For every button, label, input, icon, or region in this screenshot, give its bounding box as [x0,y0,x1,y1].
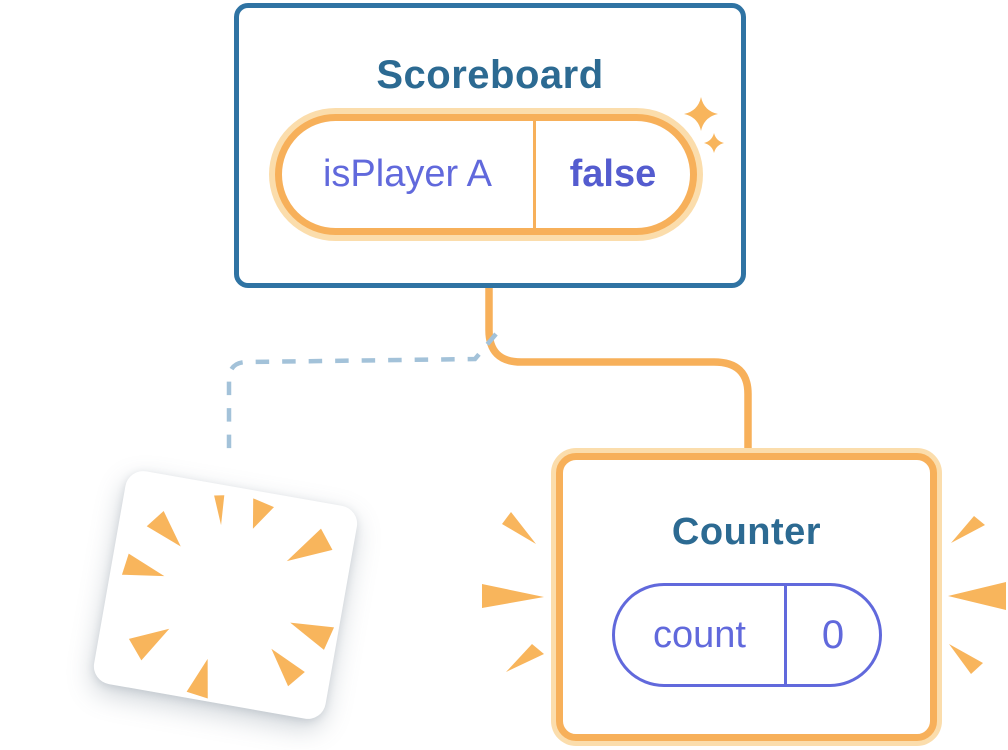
state-key: isPlayer A [322,153,492,195]
orange-connector-line [485,286,752,457]
poof-marks-left-icon [482,512,544,672]
poof-burst-icon [121,495,335,699]
destroyed-component-box [91,468,360,722]
counter-card: Counter count 0 [556,453,937,741]
dashed-connector-line [226,332,498,456]
scoreboard-card: Scoreboard isPlayer A false [234,3,746,288]
sparkles-icon [684,97,724,153]
poof-marks-right-icon [948,516,1006,674]
pill-divider [783,586,787,684]
state-value: 0 [821,612,845,657]
pill-divider [532,121,536,228]
counter-state-pill: count 0 [612,583,882,687]
scoreboard-title: Scoreboard [376,53,604,97]
state-key: count [652,613,746,656]
scoreboard-state-pill: isPlayer A false [275,114,697,235]
counter-title: Counter [671,511,822,553]
state-value: false [569,153,657,195]
